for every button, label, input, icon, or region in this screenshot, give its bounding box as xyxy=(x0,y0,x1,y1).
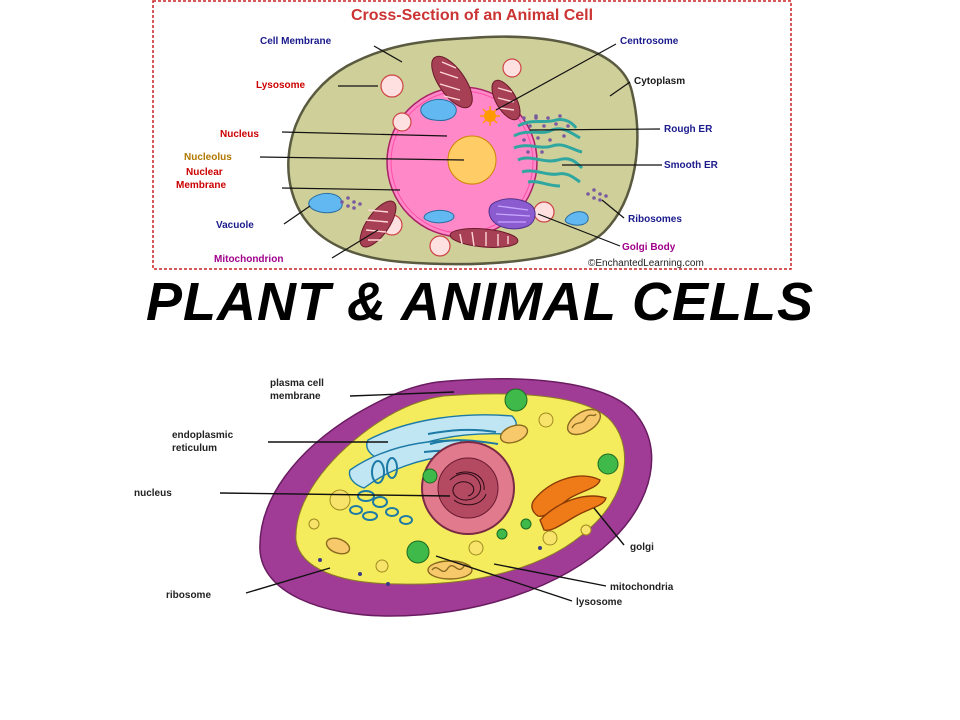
label-nucleus: nucleus xyxy=(134,488,172,499)
golgi-body-shape xyxy=(488,198,536,230)
mitochondria-shapes xyxy=(359,55,521,248)
label-nuclear-membrane-1: Nuclear xyxy=(186,167,223,178)
credit-text: ©EnchantedLearning.com xyxy=(588,258,704,269)
slide-title: PLANT & ANIMAL CELLS xyxy=(146,272,814,332)
label-golgi: golgi xyxy=(630,542,654,553)
label-nucleus: Nucleus xyxy=(220,129,259,140)
label-cytoplasm: Cytoplasm xyxy=(634,76,685,87)
vesicle-shapes xyxy=(308,412,592,573)
label-golgi-body: Golgi Body xyxy=(622,242,676,253)
animal-cell-cross-section-diagram: Cross-Section of an Animal Cell xyxy=(152,0,792,270)
label-endoplasmic-reticulum-1: endoplasmic xyxy=(172,430,234,441)
leader-lines xyxy=(259,43,662,259)
label-plasma-cell-membrane-1: plasma cell xyxy=(270,378,324,389)
mitochondria-shapes xyxy=(325,408,602,580)
leader-lines xyxy=(219,391,625,602)
golgi-shape xyxy=(531,475,607,531)
er-shapes xyxy=(513,118,584,188)
label-rough-er: Rough ER xyxy=(664,124,713,135)
nucleus-inner-shape xyxy=(437,457,499,519)
label-lysosome: lysosome xyxy=(576,597,623,608)
lysosome-shapes xyxy=(380,58,555,257)
ribosome-dots xyxy=(318,546,542,586)
animal-cell-illustration: plasma cell membrane endoplasmic reticul… xyxy=(134,378,674,617)
label-ribosomes: Ribosomes xyxy=(628,214,682,225)
label-smooth-er: Smooth ER xyxy=(664,160,719,171)
label-nuclear-membrane-2: Membrane xyxy=(176,180,226,191)
label-centrosome: Centrosome xyxy=(620,36,679,47)
vacuole-shapes xyxy=(308,99,589,226)
label-ribosome: ribosome xyxy=(166,590,211,601)
ribosome-dots xyxy=(340,114,608,210)
label-mitochondrion: Mitochondrion xyxy=(214,254,283,265)
diagram-title: Cross-Section of an Animal Cell xyxy=(351,7,593,24)
label-plasma-cell-membrane-2: membrane xyxy=(270,391,321,402)
er-tubules xyxy=(349,428,499,525)
label-nucleolus: Nucleolus xyxy=(184,152,232,163)
label-lysosome: Lysosome xyxy=(256,80,306,91)
lysosome-shapes xyxy=(406,388,619,564)
label-endoplasmic-reticulum-2: reticulum xyxy=(172,443,217,454)
centrosome-shape xyxy=(480,106,500,126)
label-vacuole: Vacuole xyxy=(216,220,254,231)
label-mitochondria: mitochondria xyxy=(610,582,674,593)
chromatin-scribble xyxy=(449,471,487,506)
label-cell-membrane: Cell Membrane xyxy=(260,36,332,47)
